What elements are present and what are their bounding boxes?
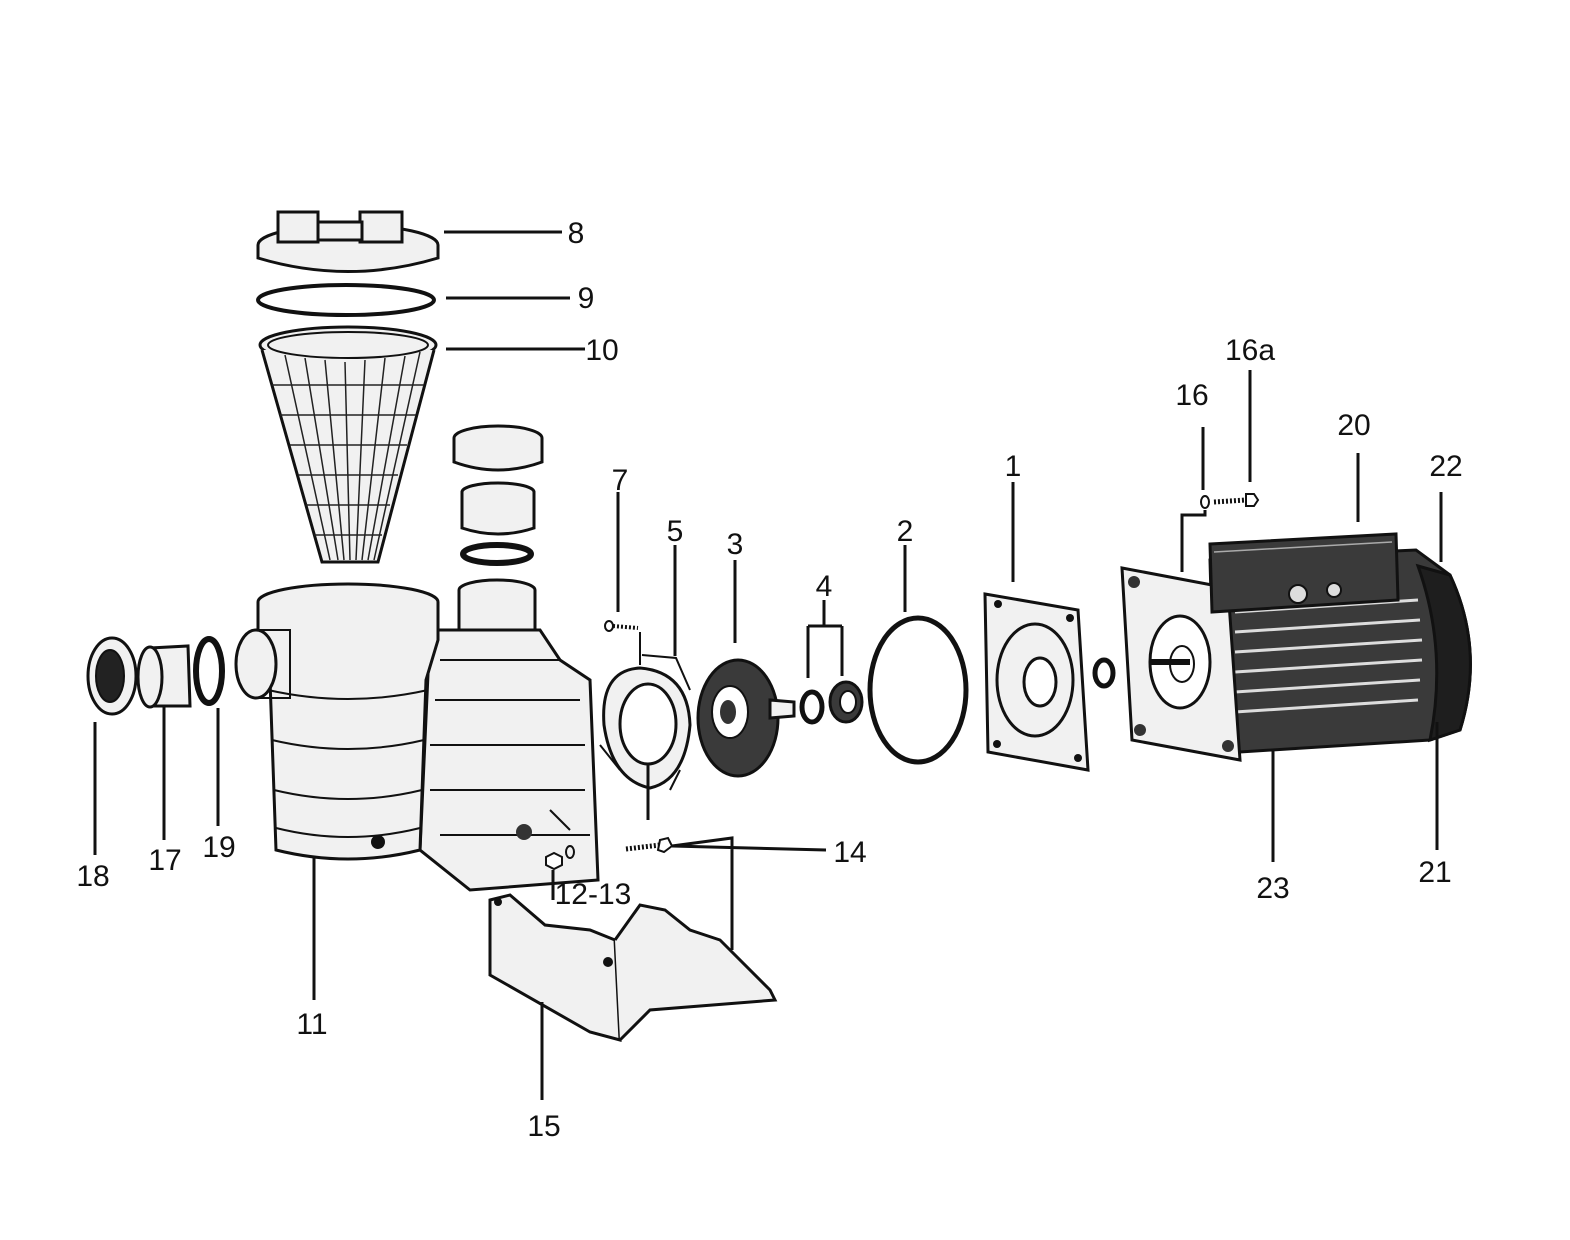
label-10: 10 <box>585 334 618 367</box>
part-8-lid <box>256 210 440 273</box>
part-11-pump-housing <box>234 582 600 892</box>
leader-14 <box>671 836 827 950</box>
label-21: 21 <box>1418 856 1451 889</box>
label-16a: 16a <box>1225 334 1275 367</box>
part-16a-screw <box>1213 493 1260 507</box>
label-18: 18 <box>76 860 109 893</box>
label-16: 16 <box>1175 379 1208 412</box>
label-22: 22 <box>1429 450 1462 483</box>
part-20-terminal-box <box>1208 532 1400 614</box>
leader-16 <box>1180 427 1207 572</box>
label-4: 4 <box>816 570 833 603</box>
part-12-13-nut-washer <box>545 845 575 871</box>
part-2-gasket <box>867 615 969 765</box>
motor-shaft-ring <box>1092 657 1116 689</box>
part-16-washer <box>1200 495 1210 509</box>
leader-4 <box>806 600 844 678</box>
part-14-bolt <box>625 836 674 854</box>
part-9-oring <box>256 283 436 317</box>
part-18-union-nut <box>86 636 138 716</box>
label-8: 8 <box>568 217 585 250</box>
label-11: 11 <box>296 1008 327 1041</box>
label-12-13: 12-13 <box>555 878 632 911</box>
label-14: 14 <box>833 836 866 869</box>
label-2: 2 <box>897 515 914 548</box>
part-3-impeller <box>696 658 796 778</box>
label-15: 15 <box>527 1110 560 1143</box>
part-17-union-tail <box>136 644 192 709</box>
part-19-oring <box>193 636 225 706</box>
part-15-base <box>488 893 778 1042</box>
label-7: 7 <box>612 464 629 497</box>
label-23: 23 <box>1256 872 1289 905</box>
part-7-screw <box>604 620 639 632</box>
label-9: 9 <box>578 282 595 315</box>
label-20: 20 <box>1337 409 1370 442</box>
label-17: 17 <box>148 844 181 877</box>
part-10-basket <box>258 325 438 564</box>
discharge-union-set <box>452 424 544 632</box>
discharge-oring <box>460 542 534 566</box>
part-1-seal-plate <box>983 592 1090 772</box>
label-3: 3 <box>727 528 744 561</box>
label-19: 19 <box>202 831 235 864</box>
label-1: 1 <box>1005 450 1022 483</box>
label-5: 5 <box>667 515 684 548</box>
part-4-seal <box>799 680 864 725</box>
part-5-diffuser <box>599 632 692 820</box>
